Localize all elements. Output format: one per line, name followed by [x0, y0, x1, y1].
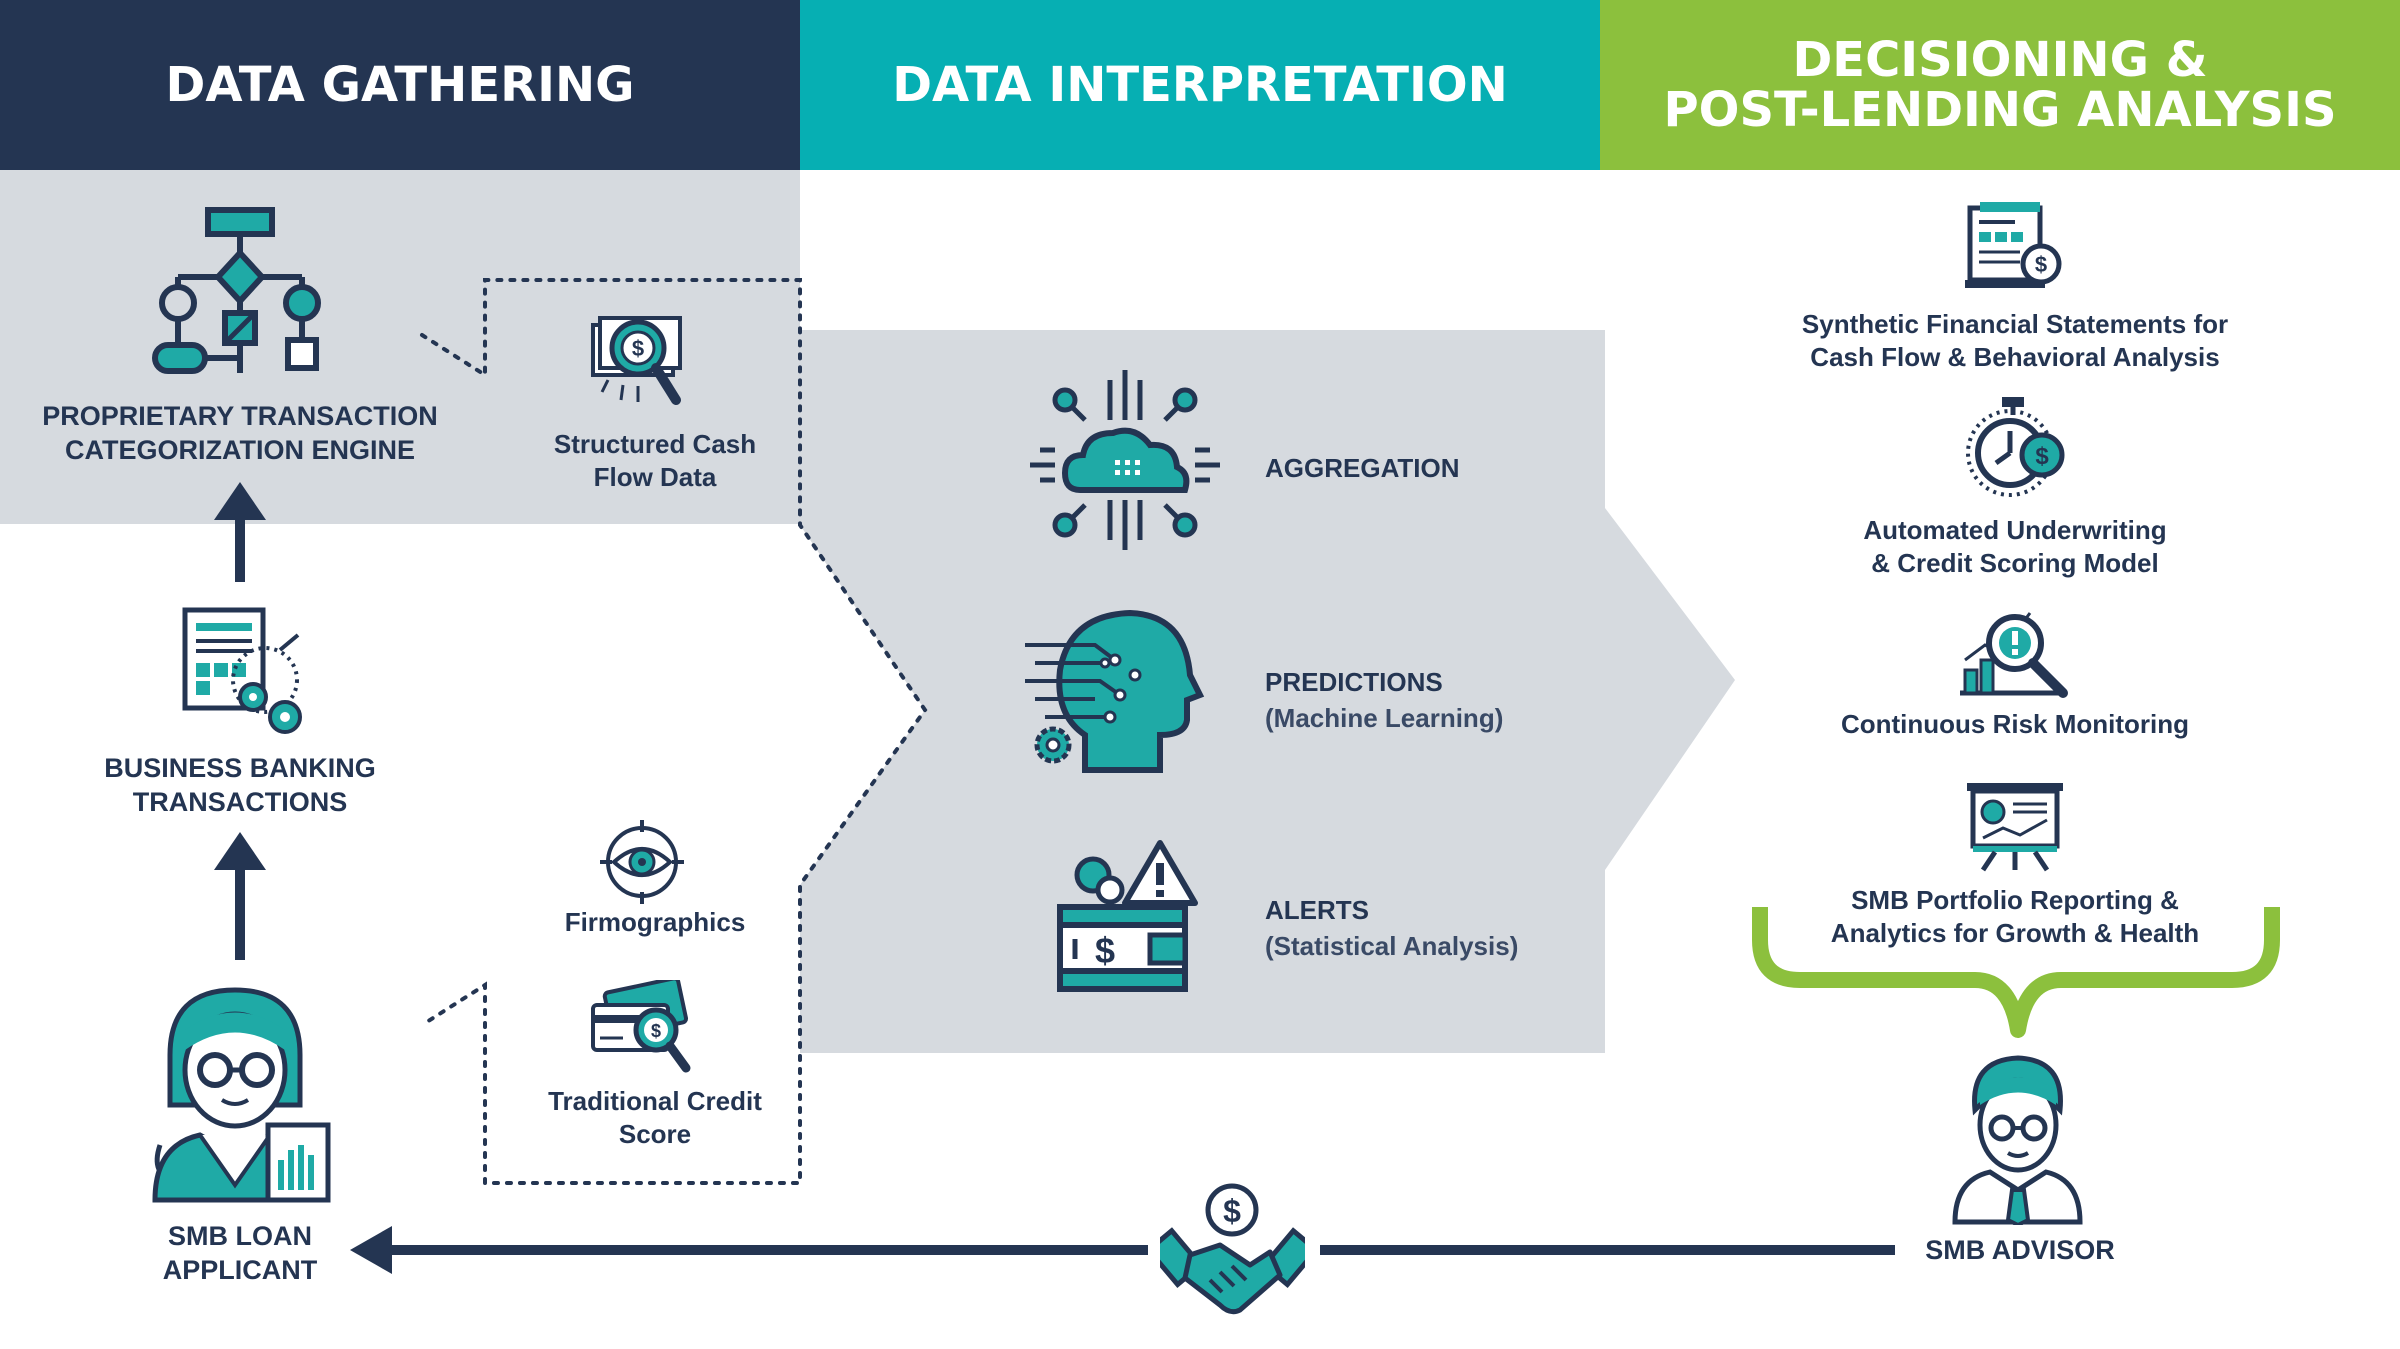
firmographics-label: Firmographics — [510, 906, 800, 939]
portfolio-label-line2: Analytics for Growth & Health — [1830, 917, 2200, 948]
man-advisor-icon — [1952, 1055, 2083, 1225]
credit-score-label-line2: Score — [618, 1118, 692, 1149]
statements-label-line1: Synthetic Financial Statements for — [1801, 309, 2229, 339]
advisor-label-text: SMB ADVISOR — [1925, 1235, 2115, 1265]
portfolio-label: SMB Portfolio Reporting & Analytics for … — [1720, 884, 2310, 949]
alerts-label-sub: (Statistical Analysis) — [1265, 931, 1519, 962]
statements-label: Synthetic Financial Statements for Cash … — [1720, 308, 2310, 373]
arrow-head-left — [350, 1226, 392, 1274]
applicant-label-line1: SMB LOAN — [168, 1221, 312, 1251]
engine-label: PROPRIETARY TRANSACTION CATEGORIZATION E… — [20, 400, 460, 468]
predictions-label-sub: (Machine Learning) — [1265, 703, 1504, 734]
green-brace — [1752, 907, 2280, 1038]
header-title-line2: POST-LENDING ANALYSIS — [1663, 82, 2337, 138]
aggregation-label: AGGREGATION — [1265, 450, 1460, 486]
engine-label-line2: CATEGORIZATION ENGINE — [65, 434, 415, 465]
wallet-alert-icon: $ — [1057, 840, 1198, 992]
predictions-label: PREDICTIONS (Machine Learning) — [1265, 664, 1503, 737]
alerts-label: ALERTS (Statistical Analysis) — [1265, 892, 1518, 965]
ai-head-icon — [1025, 609, 1205, 773]
svg-text:$: $ — [651, 1021, 661, 1041]
statements-label-line2: Cash Flow & Behavioral Analysis — [1810, 341, 2220, 372]
credit-score-label: Traditional Credit Score — [510, 1085, 800, 1150]
money-search-icon: $ — [591, 316, 682, 405]
risk-search-icon — [1960, 612, 2068, 698]
engine-label-line1: PROPRIETARY TRANSACTION — [42, 401, 438, 431]
underwriting-label-line1: Automated Underwriting — [1863, 515, 2167, 545]
banking-label-line2: TRANSACTIONS — [132, 786, 348, 817]
header-title: DATA GATHERING — [165, 57, 635, 113]
portfolio-label-line1: SMB Portfolio Reporting & — [1851, 885, 2179, 915]
header-data-interpretation: DATA INTERPRETATION — [800, 0, 1600, 170]
handshake-dollar-icon: $ — [1160, 1183, 1305, 1315]
report-gear-icon — [182, 607, 302, 734]
underwriting-label: Automated Underwriting & Credit Scoring … — [1720, 514, 2310, 579]
cloud-circuit-icon — [1030, 370, 1220, 550]
advisor-label: SMB ADVISOR — [1870, 1234, 2170, 1268]
woman-applicant-icon — [152, 987, 331, 1203]
financial-statement-icon: $ — [1965, 202, 2062, 288]
credit-card-search-icon: $ — [591, 980, 691, 1073]
clock-dollar-icon: $ — [1966, 397, 2065, 497]
underwriting-label-line2: & Credit Scoring Model — [1871, 547, 2159, 578]
svg-text:$: $ — [1095, 930, 1115, 971]
eye-target-icon — [600, 820, 684, 904]
firmographics-label-text: Firmographics — [564, 907, 746, 937]
predictions-label-title: PREDICTIONS — [1265, 667, 1443, 697]
applicant-label-line2: APPLICANT — [162, 1254, 318, 1285]
flowchart-icon — [152, 207, 321, 374]
header-title: DATA INTERPRETATION — [892, 57, 1508, 113]
svg-text:$: $ — [632, 336, 644, 361]
credit-score-label-line1: Traditional Credit — [548, 1086, 762, 1116]
svg-text:$: $ — [2035, 443, 2049, 470]
header-title-line1: DECISIONING & — [1792, 31, 2208, 88]
cash-flow-label-line2: Flow Data — [593, 461, 717, 492]
interpretation-arrow — [800, 330, 1735, 1053]
risk-monitoring-label: Continuous Risk Monitoring — [1720, 708, 2310, 741]
applicant-label: SMB LOAN APPLICANT — [40, 1220, 440, 1288]
svg-text:$: $ — [2035, 252, 2047, 277]
cash-flow-label: Structured Cash Flow Data — [510, 428, 800, 493]
presentation-board-icon — [1967, 783, 2063, 872]
alerts-label-title: ALERTS — [1265, 895, 1369, 925]
header-data-gathering: DATA GATHERING — [0, 0, 800, 170]
risk-monitoring-label-text: Continuous Risk Monitoring — [1840, 709, 2190, 739]
banking-label: BUSINESS BANKING TRANSACTIONS — [40, 752, 440, 820]
cash-flow-label-line1: Structured Cash — [553, 429, 757, 459]
banking-label-line1: BUSINESS BANKING — [104, 753, 376, 783]
aggregation-label-text: AGGREGATION — [1265, 453, 1460, 483]
header-decisioning: DECISIONING & POST-LENDING ANALYSIS — [1600, 0, 2400, 170]
svg-text:$: $ — [1223, 1193, 1241, 1229]
data-sources-callout — [420, 278, 928, 1185]
